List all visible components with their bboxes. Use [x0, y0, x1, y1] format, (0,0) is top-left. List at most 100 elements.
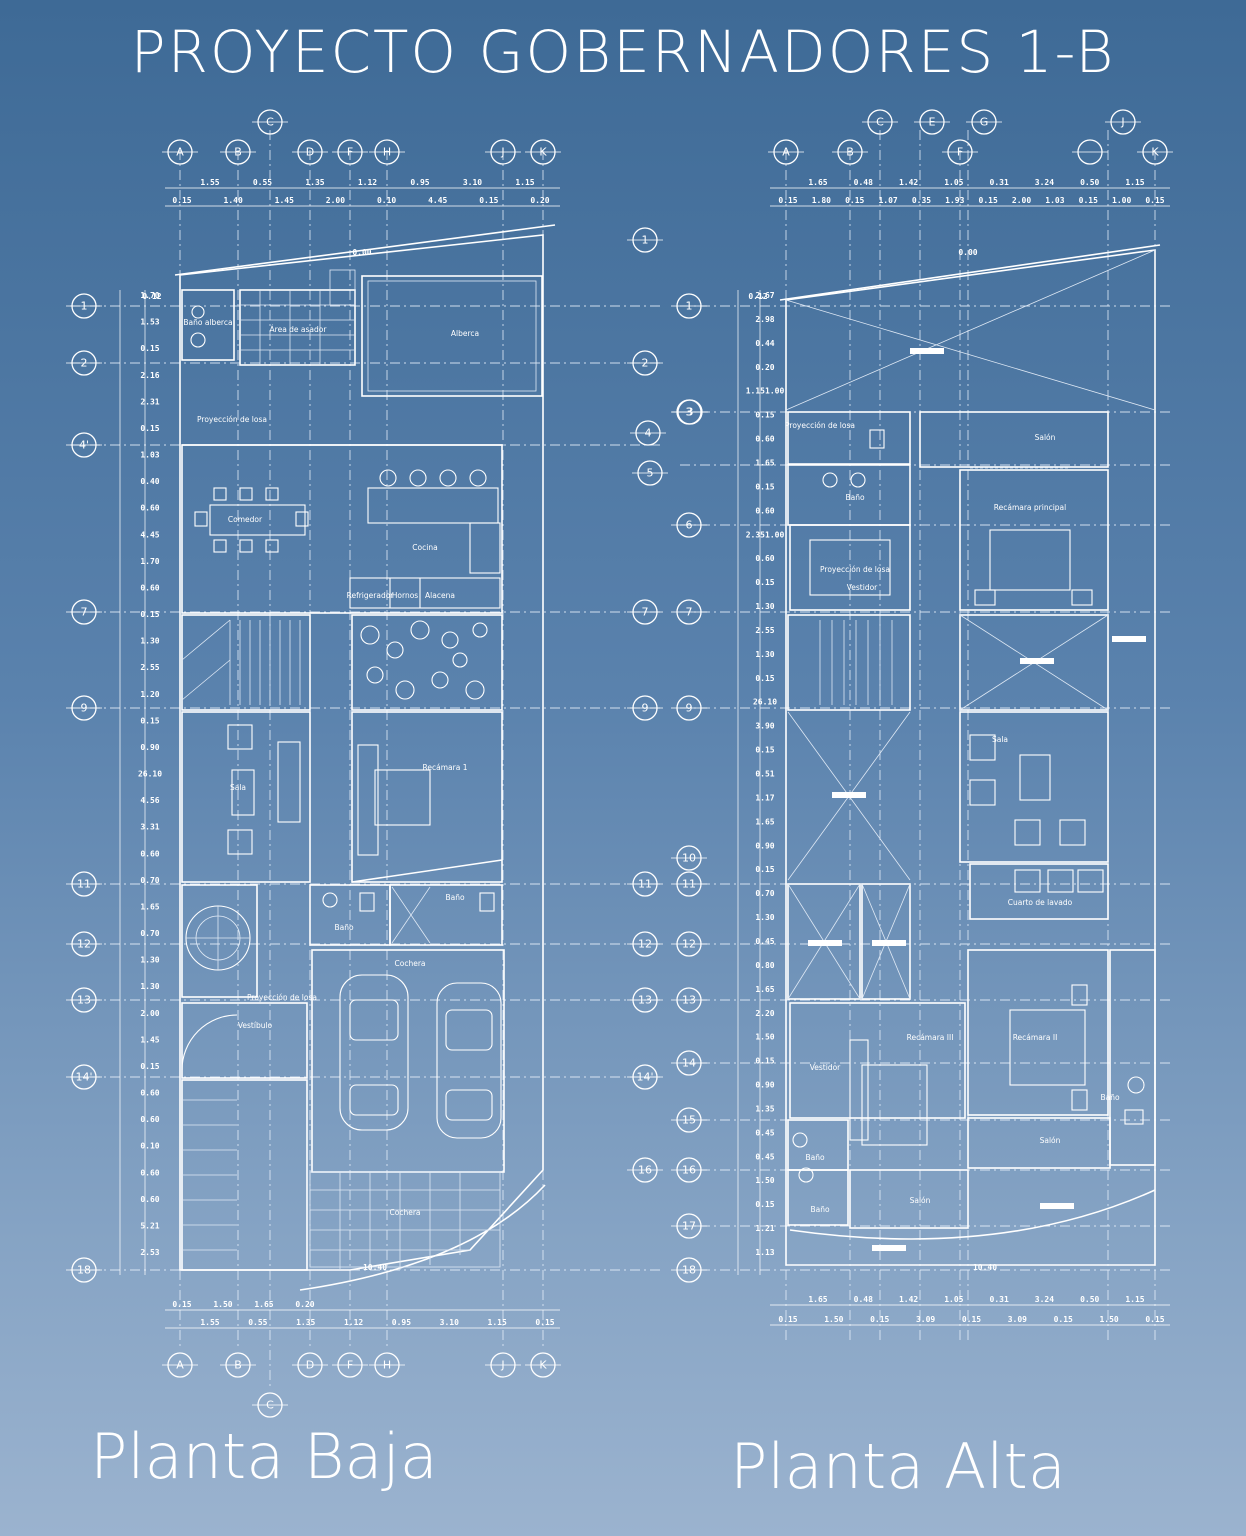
svg-text:4': 4'	[79, 439, 89, 452]
upper-grid-bubble-left-14: 14	[671, 1050, 707, 1076]
ground-grid-bubble-top-D: D	[292, 139, 328, 165]
upper-left-dim-23: 0.90	[755, 841, 774, 850]
ground-room-label-2: Alberca	[451, 329, 479, 338]
ground-top-dim1-4: 0.95	[410, 178, 429, 187]
svg-text:1: 1	[642, 234, 649, 247]
upper-left-dim-1: 2.98	[755, 315, 774, 324]
ground-top-dim2-4: 0.10	[377, 196, 396, 205]
upper-left-dim-16: 0.15	[755, 674, 774, 683]
upper-left-dim-35: 0.45	[755, 1128, 774, 1137]
upper-left-dim-22: 1.65	[755, 817, 774, 826]
ground-bottom-dim2-7: 0.15	[535, 1318, 554, 1327]
upper-left-dim-6: 0.60	[755, 435, 774, 444]
upper-grid-bubble-top-G: G	[966, 109, 1002, 135]
svg-text:B: B	[234, 146, 242, 159]
upper-room-label-12: Baño	[805, 1153, 824, 1162]
upper-grid-bubble-left-7: 7	[671, 599, 707, 625]
upper-bottom-dim2-0: 0.15	[778, 1315, 797, 1324]
ground-room-label-10: Recámara 1	[423, 763, 468, 772]
upper-level-mark-1: 0.12	[748, 292, 767, 301]
ground-room-label-3: Proyección de losa	[197, 415, 267, 424]
upper-top-dim2-8: 1.03	[1045, 196, 1064, 205]
svg-text:B: B	[234, 1359, 242, 1372]
upper-grid-bubble-left-9: 9	[671, 695, 707, 721]
ground-grid-bubble-left-4': 4'	[66, 432, 102, 458]
upper-grid-bubble-top-extra	[1072, 139, 1108, 165]
upper-left-dim-27: 0.45	[755, 937, 774, 946]
ground-left-dim-19: 4.56	[140, 796, 159, 805]
upper-room-label-4: Proyección de losa	[820, 565, 890, 574]
svg-text:14: 14	[682, 1057, 696, 1070]
ground-bottom-dim2-2: 1.35	[296, 1318, 315, 1327]
upper-room-label-3: Recámara principal	[994, 503, 1067, 512]
ground-level-mark-0: 0.00	[352, 248, 371, 257]
upper-left-dim-12: 0.15	[755, 578, 774, 587]
middle-grid-bubble-1: 1	[627, 227, 663, 253]
ground-top-dim2-2: 1.45	[275, 196, 294, 205]
ground-room-label-4: Comedor	[228, 515, 263, 524]
svg-text:A: A	[782, 146, 790, 159]
ground-room-label-9: Sala	[230, 783, 246, 792]
svg-text:G: G	[980, 116, 989, 129]
upper-grid-bubble-left-11: 11	[671, 871, 707, 897]
ground-left-dim-9: 4.45	[140, 530, 159, 539]
svg-text:14': 14'	[636, 1071, 653, 1084]
upper-left-dim-29: 1.65	[755, 985, 774, 994]
upper-top-dim1-6: 0.50	[1080, 178, 1099, 187]
upper-room-label-2: Salón	[1035, 433, 1056, 442]
ground-left-dim-6: 1.03	[140, 451, 159, 460]
upper-grid-bubble-top-B: B	[832, 139, 868, 165]
ground-grid-bubble-left-11: 11	[66, 871, 102, 897]
middle-grid-bubble-16: 16	[627, 1157, 663, 1183]
svg-text:A: A	[176, 146, 184, 159]
ground-room-label-12: Baño	[445, 893, 464, 902]
upper-bottom-dim1-2: 1.42	[899, 1295, 918, 1304]
svg-text:B: B	[846, 146, 854, 159]
upper-floor-caption: Planta Alta	[730, 1430, 1066, 1503]
upper-bottom-dim1-0: 1.65	[808, 1295, 827, 1304]
ground-left-dim-27: 2.00	[140, 1009, 159, 1018]
upper-top-dim2-6: 0.15	[979, 196, 998, 205]
ground-left-dim-31: 0.60	[140, 1115, 159, 1124]
ground-left-dim-14: 2.55	[140, 663, 159, 672]
upper-grid-bubble-top-C: C	[862, 109, 898, 135]
upper-grid-bubble-left-18: 18	[671, 1257, 707, 1283]
ground-left-dim-22: 0.70	[140, 876, 159, 885]
svg-text:11: 11	[77, 878, 91, 891]
upper-bottom-dim2-3: 3.09	[916, 1315, 935, 1324]
upper-top-dim2-10: 1.00	[1112, 196, 1131, 205]
upper-bottom-dim1-7: 1.15	[1125, 1295, 1144, 1304]
ground-grid-bubble-top-F: F	[332, 139, 368, 165]
svg-text:16: 16	[638, 1164, 652, 1177]
ground-left-dim-30: 0.60	[140, 1089, 159, 1098]
upper-room-label-15: Baño	[810, 1205, 829, 1214]
svg-text:11: 11	[682, 878, 696, 891]
upper-left-dim-24: 0.15	[755, 865, 774, 874]
upper-bottom-dim2-8: 0.15	[1145, 1315, 1164, 1324]
ground-grid-bubble-top-C: C	[252, 109, 288, 135]
upper-room-label-10: Vestidor	[810, 1063, 841, 1072]
svg-text:1: 1	[81, 300, 88, 313]
svg-text:7: 7	[686, 606, 693, 619]
ground-left-dim-34: 0.60	[140, 1195, 159, 1204]
upper-room-label-14: Salón	[910, 1196, 931, 1205]
ground-grid-bubble-bottom-K: K	[525, 1352, 561, 1378]
upper-floor-plan	[680, 130, 1170, 1340]
ground-left-dim-3: 2.16	[140, 371, 159, 380]
upper-left-dim-33: 0.90	[755, 1081, 774, 1090]
middle-grid-bubble-11: 11	[627, 871, 663, 897]
svg-text:D: D	[306, 1359, 314, 1372]
ground-left-dim-12: 0.15	[140, 610, 159, 619]
upper-left-dim-38: 0.15	[755, 1200, 774, 1209]
upper-grid-bubble-left-12: 12	[671, 931, 707, 957]
upper-grid-bubble-top-K: K	[1137, 139, 1173, 165]
ground-bottom-dim1-1: 1.50	[213, 1300, 232, 1309]
upper-bottom-dim1-4: 0.31	[990, 1295, 1009, 1304]
upper-top-dim2-5: 1.93	[945, 196, 964, 205]
ground-left-dim-36: 2.53	[140, 1248, 159, 1257]
svg-text:C: C	[266, 1399, 274, 1412]
svg-text:9: 9	[81, 702, 88, 715]
ground-grid-bubble-top-B: B	[220, 139, 256, 165]
upper-left-dim-15: 1.30	[755, 650, 774, 659]
